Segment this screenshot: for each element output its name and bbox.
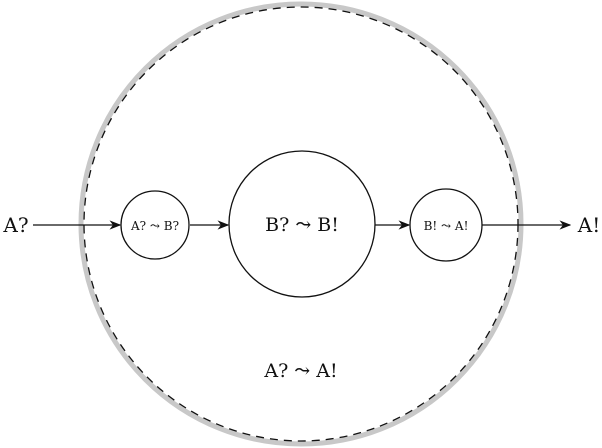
output-label: A! <box>577 213 600 237</box>
input-label: A? <box>2 213 28 237</box>
outer-boundary-dashed <box>83 6 519 442</box>
outer-boundary-ring <box>78 1 524 447</box>
stage2-circle <box>228 150 376 298</box>
outer-label: A? ⤳ A! <box>263 360 337 382</box>
stage3-label: B! ⤳ A! <box>424 219 469 233</box>
stage3-circle <box>409 188 483 262</box>
stage2-label: B? ⤳ B! <box>265 214 339 236</box>
stage1-circle <box>120 190 190 260</box>
stage1-label: A? ⤳ B? <box>130 219 179 233</box>
